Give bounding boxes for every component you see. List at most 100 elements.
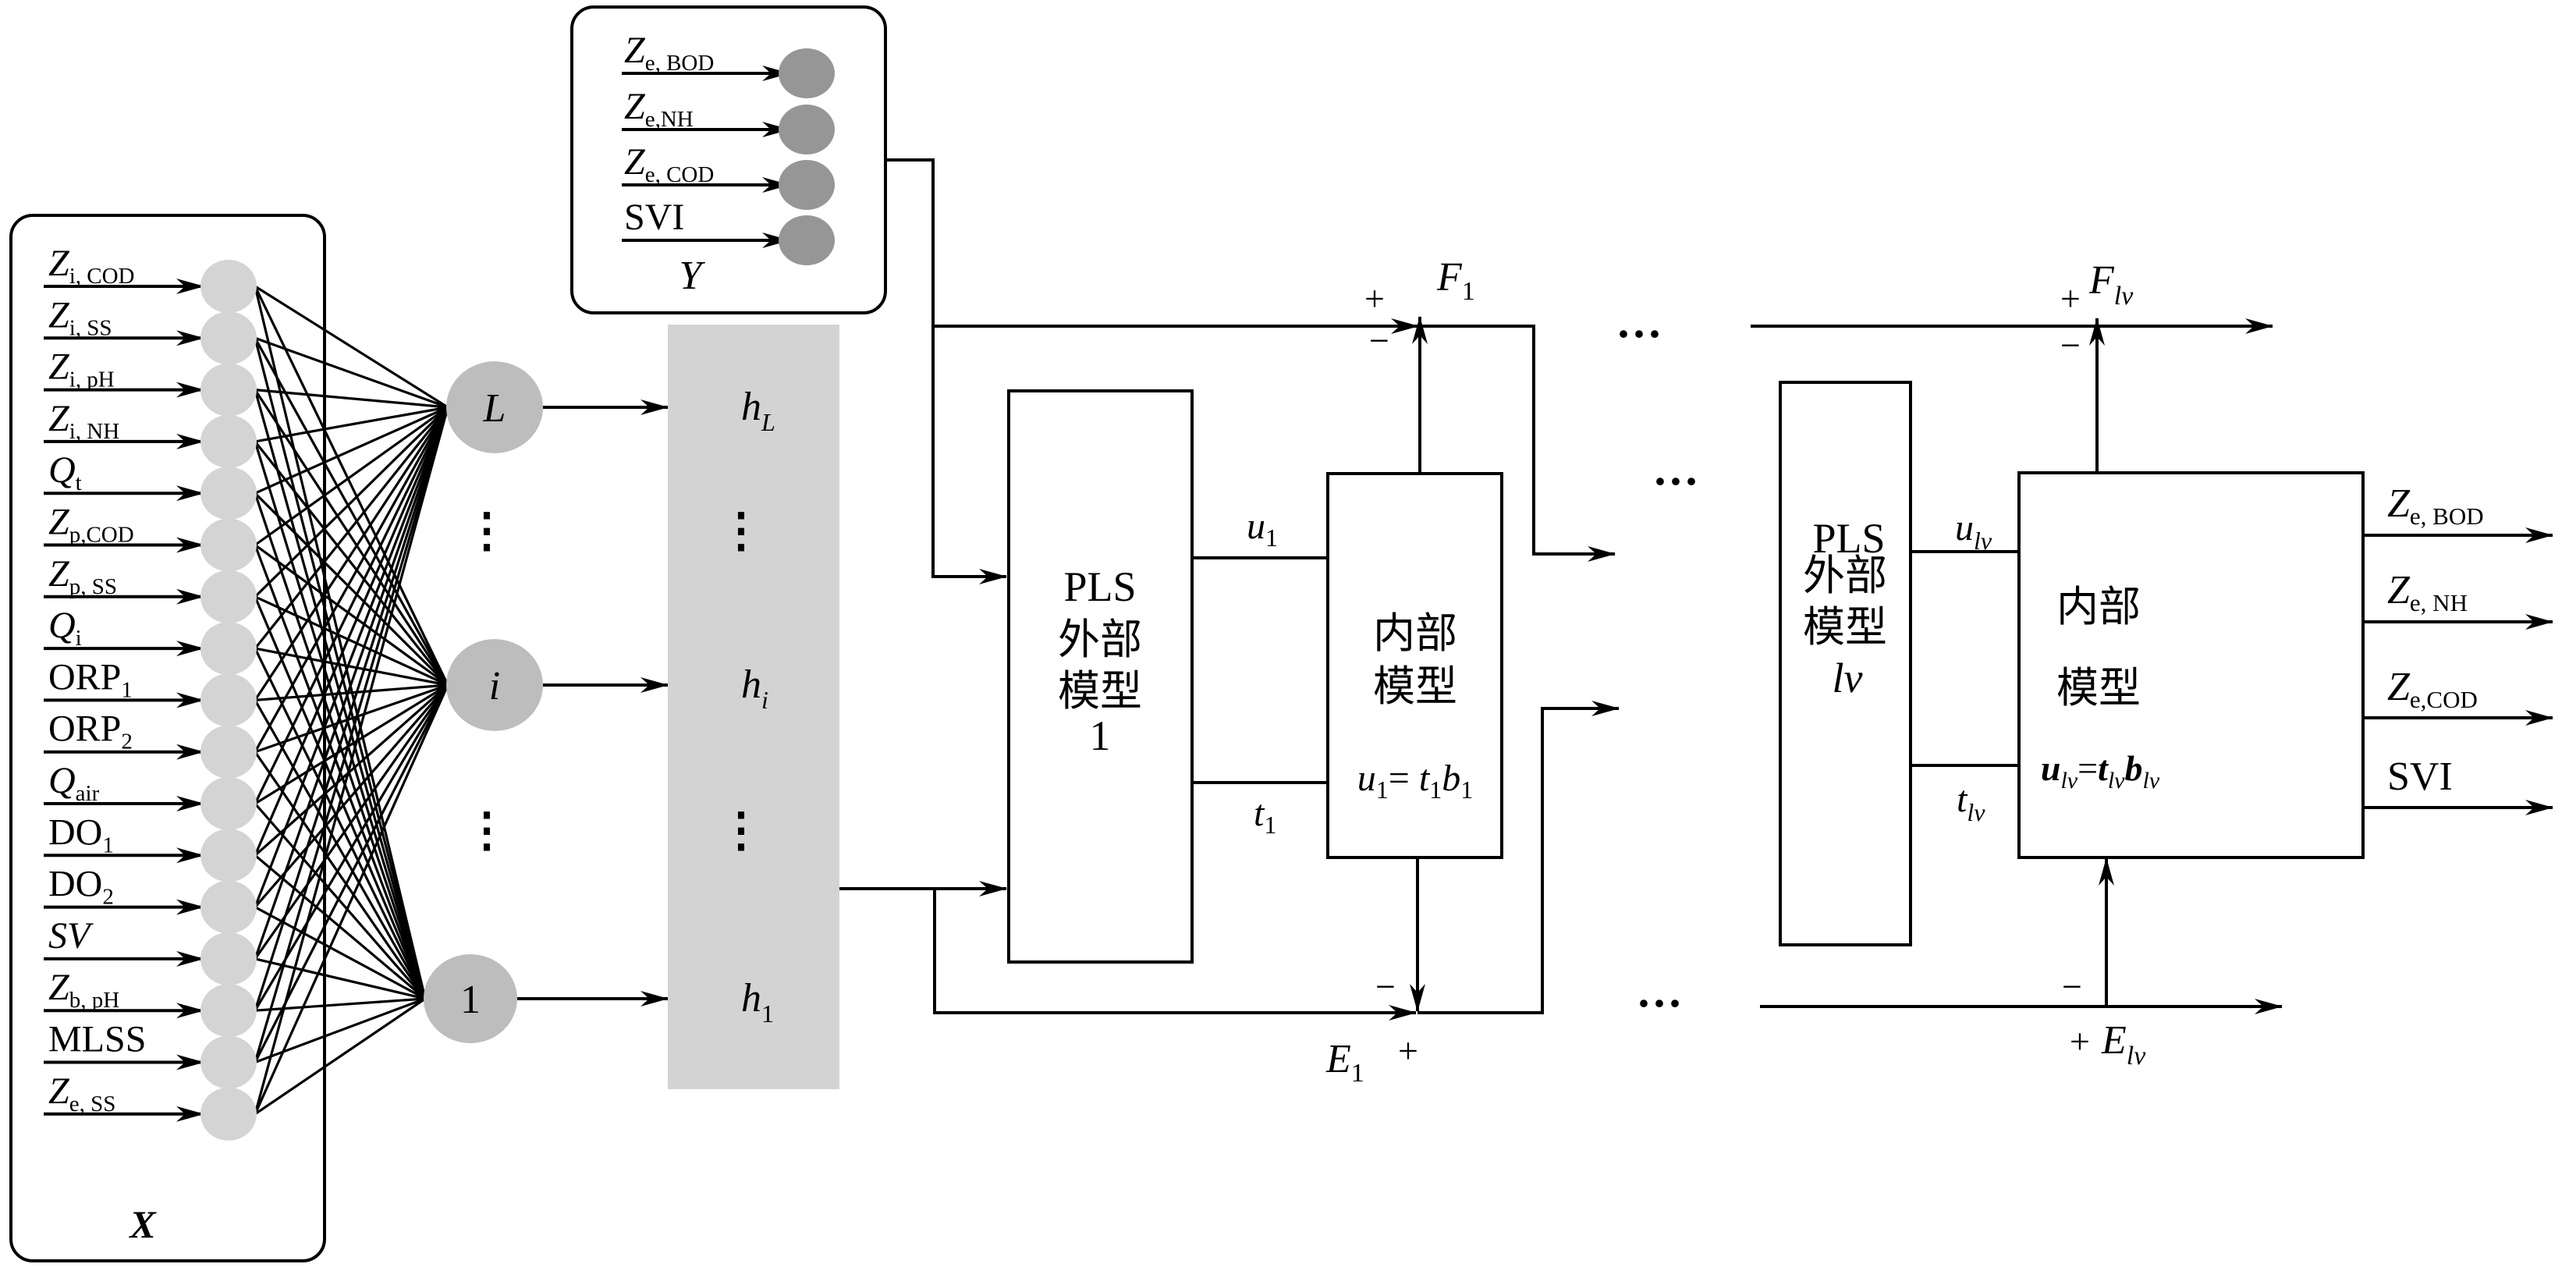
outerlv-line3: 模型 — [1803, 602, 1887, 651]
output-block-frame — [570, 5, 887, 314]
outerlv-line1: PLS — [1812, 515, 1885, 562]
connection-line — [254, 595, 449, 687]
input-hidden-connections — [254, 285, 449, 1116]
connection-line — [254, 286, 449, 686]
output-block-label: Y — [679, 254, 706, 298]
pls-inner-model-lv — [2017, 471, 2365, 859]
connection-line — [254, 406, 449, 443]
outer1-line3: 模型 — [1058, 666, 1142, 715]
hidden-layer: Li1 — [424, 361, 669, 1043]
hidden-node — [446, 639, 543, 731]
connection-line — [254, 336, 449, 409]
connection-line — [254, 683, 449, 805]
input-node — [200, 1087, 257, 1141]
hidden-output-label: hL — [741, 385, 775, 436]
input-node — [200, 622, 257, 676]
e-lv-label: Elv — [2101, 1018, 2146, 1070]
input-node — [200, 984, 257, 1038]
f-lv-minus: − — [2060, 325, 2081, 365]
connection-line — [254, 407, 449, 856]
connection-line — [254, 997, 426, 1116]
connection-line — [254, 647, 449, 687]
output-label: Ze, BOD — [624, 30, 714, 76]
input-node — [200, 829, 257, 882]
output-node — [779, 160, 835, 210]
hidden-node — [424, 954, 517, 1043]
u1-label: u1 — [1247, 506, 1278, 552]
innerlv-equation: ulv=tlvblv — [2041, 748, 2160, 793]
input-label: Zi, SS — [48, 294, 112, 340]
final-output-label: Ze, BOD — [2387, 481, 2484, 530]
hidden-output-label: hi — [741, 662, 768, 714]
connection-line — [254, 407, 449, 1115]
input-label: SV — [48, 915, 94, 957]
connection-line — [254, 407, 449, 804]
connection-line — [254, 407, 449, 1011]
input-node — [200, 777, 257, 830]
input-node — [200, 725, 257, 779]
input-label: Qi — [48, 605, 82, 651]
input-label: Zp,COD — [48, 502, 134, 548]
f1-out-line — [1420, 325, 1616, 562]
connection-line — [254, 544, 449, 687]
f1-minus: − — [1369, 321, 1389, 360]
hidden-output-label: h1 — [741, 976, 774, 1028]
hidden-node-label: 1 — [460, 978, 481, 1022]
input-block-label: X — [128, 1202, 157, 1246]
connection-line — [254, 337, 449, 686]
ulv-label: ulv — [1955, 507, 1992, 555]
innerlv-line1: 内部 — [2056, 582, 2141, 631]
input-label: Zi, NH — [48, 398, 119, 444]
e-lv-minus: − — [2062, 967, 2082, 1007]
ellipsis-top: ··· — [1616, 308, 1662, 360]
innerlv-line2: 模型 — [2056, 663, 2141, 712]
inner1-line1: 内部 — [1373, 609, 1457, 658]
final-output-label: Ze,COD — [2387, 665, 2478, 713]
connection-line — [254, 285, 449, 409]
input-node — [200, 414, 257, 468]
connection-line — [254, 389, 449, 409]
input-label: Qt — [48, 449, 82, 495]
pls-outer-model-lv — [1779, 381, 1912, 946]
input-label: ORP2 — [48, 708, 133, 754]
inner1-line2: 模型 — [1373, 662, 1457, 711]
e1-plus: + — [1398, 1031, 1418, 1070]
input-node — [200, 363, 257, 417]
hidden-node-label: i — [489, 664, 500, 708]
hidden-output-box — [668, 325, 839, 1089]
f1-plus: + — [1364, 279, 1385, 318]
input-label: Zi, COD — [48, 243, 135, 289]
connection-line — [254, 407, 449, 650]
pls-stage-1: PLS 外部 模型 1 内部 模型 u1= t1b1 u1 t1 F1 + − … — [1007, 255, 1503, 1088]
hidden-node — [446, 361, 543, 453]
input-label: Zi, pH — [48, 346, 115, 392]
output-node — [779, 105, 835, 154]
ellipsis-middle: ··· — [1652, 456, 1699, 507]
output-node — [779, 48, 835, 98]
input-node — [200, 518, 257, 572]
e1-label: E1 — [1325, 1037, 1364, 1088]
input-label: DO2 — [48, 864, 114, 910]
connection-line — [254, 407, 449, 1063]
pls-outer-model-1 — [1007, 389, 1194, 964]
input-node — [200, 260, 257, 313]
inner1-equation: u1= t1b1 — [1357, 758, 1473, 804]
vertical-ellipsis: ⋮ — [463, 505, 510, 556]
tlv-label: tlv — [1957, 779, 1985, 826]
connection-line — [254, 407, 449, 908]
t1-label: t1 — [1254, 793, 1276, 839]
pls-stage-lv: PLS 外部 模型 lv 内部 模型 ulv=tlvblv ulv tlv Fl… — [1779, 258, 2365, 1070]
outerlv-line2: 外部 — [1803, 551, 1887, 600]
input-label: MLSS — [48, 1019, 146, 1060]
input-label: DO1 — [48, 811, 114, 857]
input-label: Ze, SS — [48, 1070, 115, 1117]
connection-line — [254, 440, 449, 686]
output-node — [779, 215, 835, 265]
input-label: Qair — [48, 760, 100, 806]
connection-line — [254, 751, 427, 999]
